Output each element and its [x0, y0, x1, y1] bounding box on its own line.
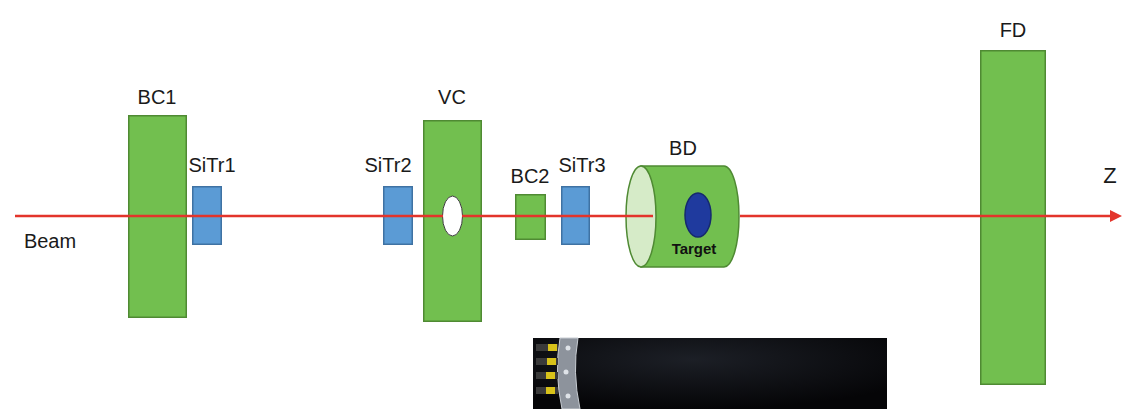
target-disk [685, 193, 711, 237]
photo-connector [546, 372, 555, 379]
detector-body [981, 51, 1046, 385]
detector-label: BC1 [138, 85, 177, 109]
beam-line [192, 215, 222, 218]
target-label: Target [672, 240, 717, 258]
detector-label: BD [669, 136, 697, 160]
detector-body [193, 187, 222, 245]
beam-label: Beam [24, 229, 76, 253]
setup-photo [533, 338, 887, 409]
shape-holder [515, 194, 546, 240]
silicon-tracker: SiTr2 [383, 186, 413, 245]
shape-holder [423, 120, 482, 322]
photo-cable [536, 372, 558, 379]
shape-holder [980, 50, 1046, 385]
cylinder-front-face [626, 166, 656, 267]
detector-body [384, 187, 413, 245]
veto-hole [443, 196, 463, 236]
beam-counter-shape [128, 115, 187, 318]
beam-line [515, 215, 546, 218]
beam-line [128, 215, 187, 218]
beam-line-exit [1046, 215, 1112, 218]
shape-holder [561, 186, 590, 245]
photo-connector [548, 344, 557, 351]
detector-label: BC2 [511, 164, 550, 188]
silicon-tracker-shape [192, 186, 222, 245]
beam-line-entry [15, 215, 128, 218]
photo-bolt [566, 346, 571, 351]
beam-segment [187, 215, 192, 218]
beam-counter: BC2 [515, 194, 546, 240]
photo-bolt [566, 394, 571, 399]
z-axis-arrowhead [1110, 210, 1122, 222]
beam-line [561, 215, 590, 218]
photo-connector [547, 358, 556, 365]
photo-bolt [564, 370, 569, 375]
forward-detector: FD [980, 50, 1046, 385]
silicon-tracker: SiTr3 [561, 186, 590, 245]
beam-line [423, 215, 443, 218]
beam-counter: BC1 [128, 115, 187, 318]
shape-holder [192, 186, 222, 245]
beam-segment [590, 215, 625, 218]
photo-connector [546, 387, 555, 394]
barrel-detector: BDTarget [625, 165, 740, 268]
beam-line [625, 215, 653, 218]
beam-segment [413, 215, 423, 218]
detector-label: VC [438, 85, 466, 109]
silicon-tracker-shape [561, 186, 590, 245]
photo-cable [536, 358, 558, 365]
beam-line [462, 215, 482, 218]
detector-body [129, 116, 187, 318]
silicon-tracker-shape [383, 186, 413, 245]
photo-plate [557, 338, 580, 409]
detector-label: SiTr3 [558, 153, 605, 177]
beam-counter-shape [515, 194, 546, 240]
veto-counter-shape [423, 120, 482, 322]
detector-label: FD [1000, 18, 1027, 42]
detector-body [516, 195, 546, 240]
beam-line [980, 215, 1046, 218]
shape-holder [128, 115, 187, 318]
beam-segment [222, 215, 383, 218]
shape-holder [383, 186, 413, 245]
photo-background [533, 338, 887, 409]
beam-line [383, 215, 413, 218]
photo-cable [536, 344, 558, 351]
axis-label: Z [1103, 164, 1116, 188]
detector-body [424, 121, 482, 322]
detector-label: SiTr2 [364, 153, 411, 177]
beam-segment [740, 215, 980, 218]
veto-counter: VC [423, 120, 482, 322]
silicon-tracker: SiTr1 [192, 186, 222, 245]
target: Target [663, 192, 725, 262]
forward-detector-shape [980, 50, 1046, 385]
beam-segment [482, 215, 515, 218]
beam-segment [546, 215, 561, 218]
photo-cable [536, 387, 558, 394]
detector-body [562, 187, 590, 245]
detector-label: SiTr1 [188, 153, 235, 177]
